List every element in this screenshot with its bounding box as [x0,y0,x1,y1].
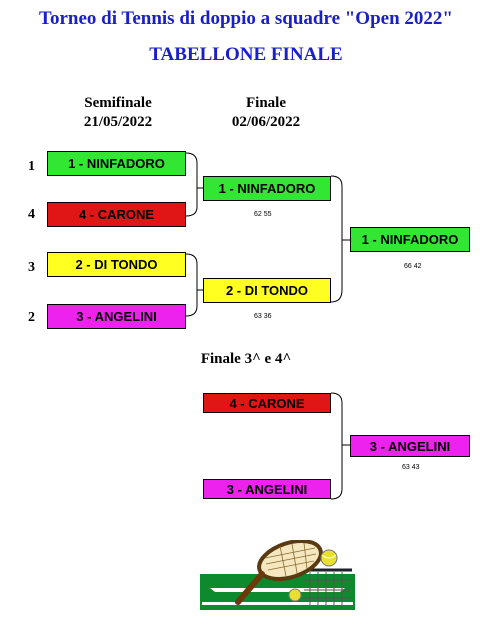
third-place-team-box: 4 - CARONE [203,393,331,413]
semifinal-header: Semifinale 21/05/2022 [60,94,176,132]
seed-number: 1 [28,159,35,174]
final-team-box: 2 - DI TONDO [203,278,331,303]
final-score: 66 42 [404,263,422,270]
final-label: Finale [246,95,286,111]
semifinal-team-box: 4 - CARONE [47,202,186,227]
semifinal-team-box: 1 - NINFADORO [47,151,186,176]
semifinal-score: 63 36 [254,313,272,320]
final-date: 02/06/2022 [231,114,301,130]
semifinal-label: Semifinale [84,95,152,111]
third-place-score: 63 43 [402,464,420,471]
bracket-connector [185,253,198,317]
semifinal-team-box: 3 - ANGELINI [47,304,186,329]
bracket-connector [330,175,343,303]
seed-number: 3 [28,260,35,275]
tournament-title: Torneo di Tennis di doppio a squadre "Op… [39,8,453,29]
final-header: Finale 02/06/2022 [208,94,324,132]
semifinal-team-box: 2 - DI TONDO [47,252,186,277]
seed-number: 4 [28,207,35,222]
final-team-box: 1 - NINFADORO [203,176,331,201]
third-place-winner-box: 3 - ANGELINI [350,435,470,457]
semifinal-score: 62 55 [254,211,272,218]
bracket-connector [185,152,198,217]
bracket-connector [330,392,343,500]
seed-number: 2 [28,310,35,325]
third-place-team-box: 3 - ANGELINI [203,479,331,499]
champion-box: 1 - NINFADORO [350,227,470,252]
semifinal-date: 21/05/2022 [83,114,153,130]
third-place-heading: Finale 3^ e 4^ [200,351,292,367]
tennis-racket-icon [200,540,355,610]
bracket-subtitle: TABELLONE FINALE [149,44,343,65]
